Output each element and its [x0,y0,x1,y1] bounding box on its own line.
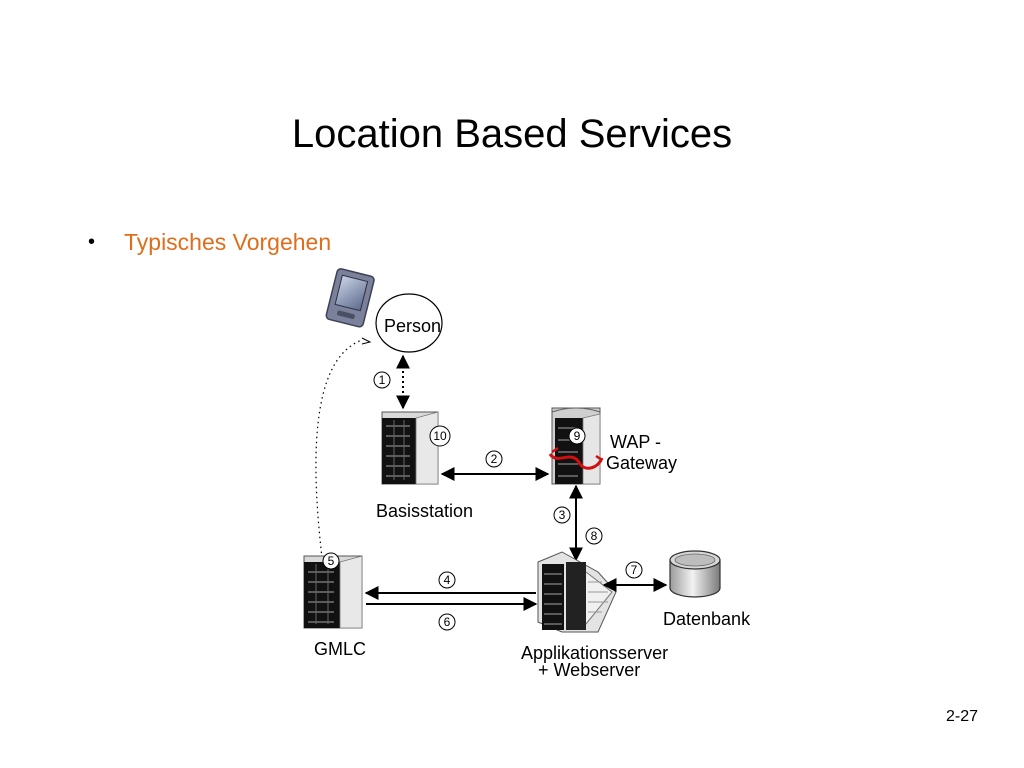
step-badge-4: 4 [438,571,456,589]
step-badge-5: 5 [322,552,340,570]
step-badge-9: 9 [568,427,586,445]
appserver-label-line1: Applikationsserver [521,643,668,663]
step-badge-6: 6 [438,613,456,631]
step-badge-3: 3 [553,506,571,524]
slide-title: Location Based Services [291,112,733,156]
step-number: 9 [574,429,581,443]
datenbank-label: Datenbank [663,609,751,629]
server-icon [303,555,363,629]
step-number: 10 [433,429,447,443]
server-icon [548,407,604,485]
basisstation-label: Basisstation [376,501,473,521]
page-number: 2-27 [945,708,978,725]
step-number: 4 [444,573,451,587]
step-badge-8: 8 [585,527,603,545]
server-icon [381,411,439,485]
step-number: 7 [631,563,638,577]
pda-icon [325,268,375,328]
step-number: 2 [491,452,498,466]
wap-gateway-label-line2: Gateway [606,453,677,473]
step-badge-7: 7 [625,561,643,579]
step-number: 5 [328,554,335,568]
dotted-link-arrowhead [361,337,372,345]
step-badge-1: 1 [373,371,391,389]
gmlc-label: GMLC [314,639,366,659]
bullet-marker: • [88,231,96,253]
database-icon [669,550,721,598]
step-number: 1 [379,373,386,387]
step-number: 6 [444,615,451,629]
person-node: Person [375,293,443,353]
person-label: Person [384,316,441,336]
step-number: 8 [591,529,598,543]
wap-gateway-label-line1: WAP - [610,432,661,452]
bullet-item: • Typisches Vorgehen [88,228,331,256]
appserver-label-line2: + Webserver [538,660,640,680]
server-icon [537,551,617,633]
step-badge-2: 2 [485,450,503,468]
step-badge-10: 10 [429,425,451,447]
bullet-text: Typisches Vorgehen [124,229,332,255]
location-notify-dotted-link [315,339,363,559]
step-number: 3 [559,508,566,522]
